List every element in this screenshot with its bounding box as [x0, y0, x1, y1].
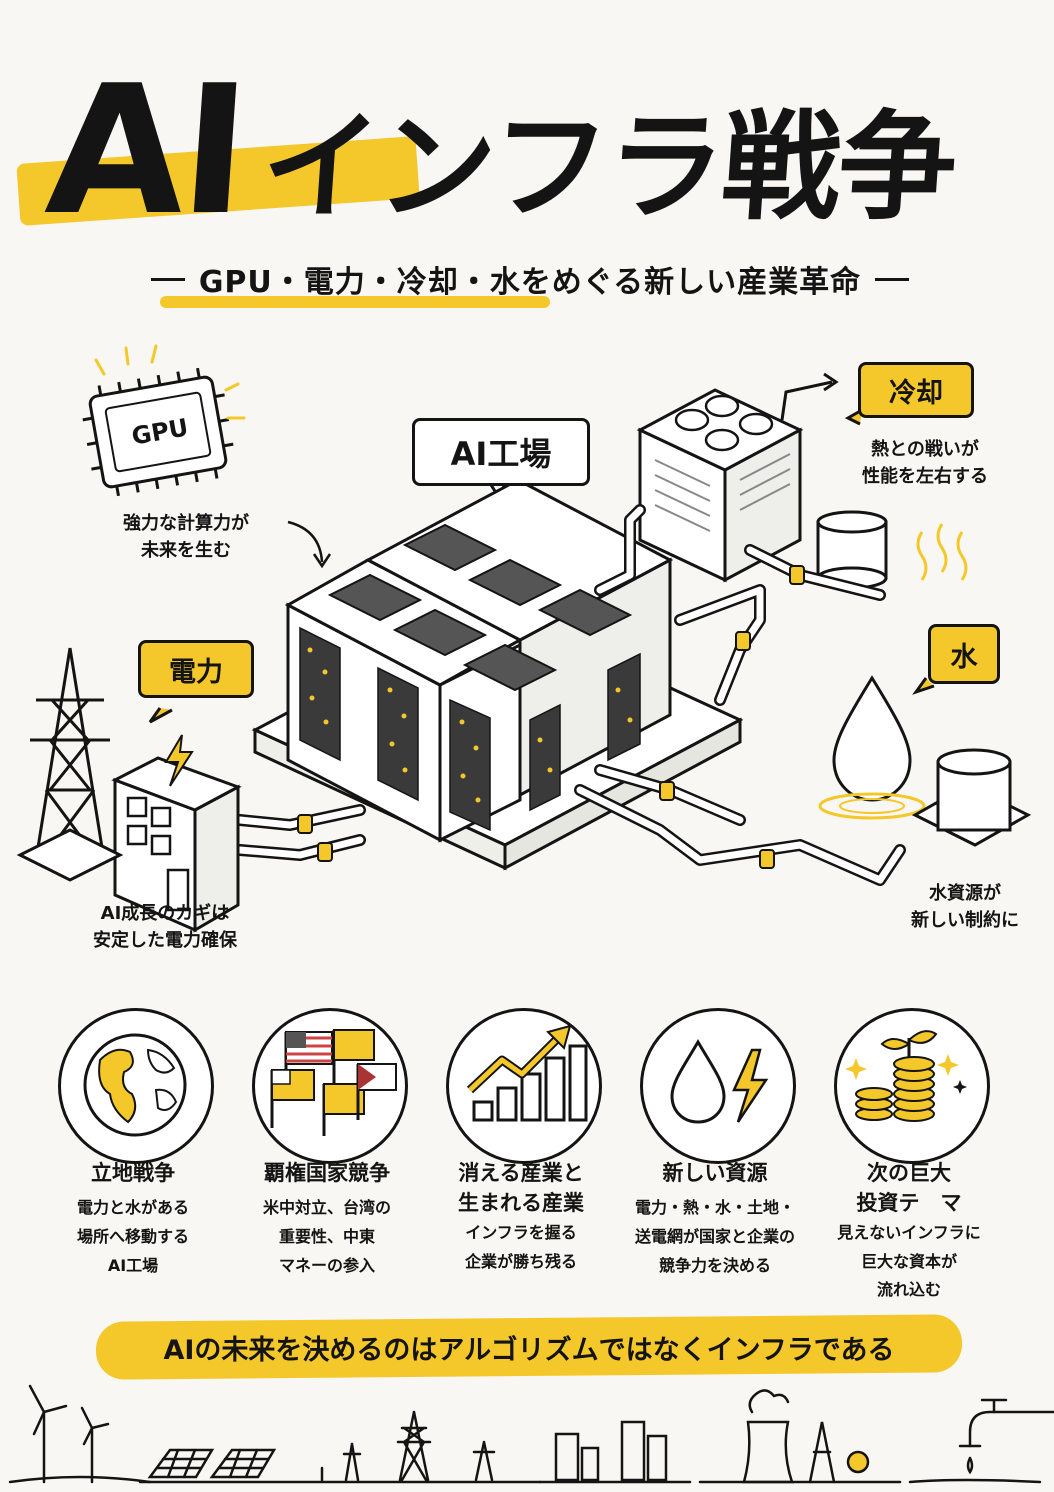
faucet-icon	[908, 1398, 1054, 1484]
solar-panel-icon	[147, 1448, 277, 1479]
theme-5-title-1: 次の巨大	[867, 1161, 951, 1185]
power-caption: AI成長のカギは 安定した電力確保	[50, 900, 280, 954]
power-caption-line-2: 安定した電力確保	[93, 930, 237, 951]
water-caption: 水資源が 新しい制約に	[880, 880, 1050, 934]
theme-4: 新しい資源 電力・熱・水・土地・ 送電網が国家と企業の 競争力を決める	[610, 1158, 820, 1281]
subtitle-dash-right	[875, 277, 910, 281]
cooling-unit	[636, 388, 804, 583]
water-drop-icon	[818, 675, 926, 820]
pylon-row-icon	[320, 1410, 496, 1482]
globe-icon	[83, 1033, 187, 1137]
theme-3-title-2: 生まれる産業	[458, 1191, 584, 1216]
water-caption-line-1: 水資源が	[929, 883, 1001, 904]
subtitle: GPU・電力・冷却・水をめぐる新しい産業革命	[198, 265, 862, 300]
heat-waves-icon	[916, 523, 968, 581]
theme-3-desc-2: 企業が勝ち残る	[464, 1251, 577, 1271]
theme-1-title: 立地戦争	[91, 1161, 175, 1185]
theme-1: 立地戦争 電力と水がある 場所へ移動する AI工場	[28, 1158, 238, 1281]
water-label: 水	[928, 624, 1000, 684]
flags-icon	[270, 1029, 397, 1136]
cooling-caption: 熱との戦いが 性能を左右する	[830, 436, 1020, 490]
theme-4-desc-3: 競争力を決める	[658, 1256, 771, 1276]
theme-2: 覇権国家競争 米中対立、台湾の 重要性、中東 マネーの参入	[222, 1158, 432, 1281]
gpu-caption-line-1: 強力な計算力が	[123, 513, 249, 534]
gpu-sparkle-icon	[94, 344, 246, 420]
water-tank	[911, 748, 1032, 847]
theme-2-desc-2: 重要性、中東	[278, 1227, 375, 1247]
theme-4-desc-2: 送電網が国家と企業の	[634, 1227, 795, 1247]
cooling-tank	[816, 510, 888, 590]
cooling-tower-icon	[698, 1389, 902, 1484]
factory-label: AI工場	[412, 418, 590, 486]
power-caption-line-1: AI成長のカギは	[100, 903, 230, 924]
theme-4-title: 新しい資源	[662, 1161, 768, 1185]
wind-turbine-icon	[28, 1384, 110, 1484]
theme-5-title-2: 投資テ マ	[856, 1191, 962, 1216]
theme-2-desc-1: 米中対立、台湾の	[262, 1198, 391, 1218]
conclusion-text: AIの未来を決めるのはアルゴリズムではなくインフラである	[163, 1334, 895, 1366]
coins-sprout-icon	[845, 1030, 967, 1122]
city-buildings-icon	[538, 1420, 692, 1484]
power-station	[111, 734, 242, 933]
growth-chart-icon	[466, 1024, 588, 1122]
water-caption-line-2: 新しい制約に	[911, 910, 1019, 931]
gpu-chip-icon	[82, 367, 234, 497]
theme-5-desc-1: 見えないインフラに	[837, 1222, 981, 1242]
gpu-caption-line-2: 未来を生む	[141, 540, 231, 561]
theme-3-title-1: 消える産業と	[458, 1161, 584, 1185]
theme-4-desc-1: 電力・熱・水・土地・	[634, 1198, 795, 1218]
bottom-skyline-illustration	[8, 1384, 1054, 1484]
power-label: 電力	[138, 640, 254, 698]
theme-1-desc-3: AI工場	[107, 1256, 159, 1276]
power-pylon-icon	[16, 647, 124, 882]
subtitle-row: GPU・電力・冷却・水をめぐる新しい産業革命	[100, 252, 960, 306]
subtitle-dash-left	[150, 277, 185, 281]
theme-5-desc-3: 流れ込む	[876, 1280, 941, 1300]
cooling-label: 冷却	[858, 362, 974, 418]
theme-3: 消える産業と 生まれる産業 インフラを握る 企業が勝ち残る	[416, 1158, 626, 1276]
cooling-caption-line-1: 熱との戦いが	[871, 439, 979, 460]
theme-5: 次の巨大 投資テ マ 見えないインフラに 巨大な資本が 流れ込む	[804, 1158, 1014, 1305]
theme-3-desc-1: インフラを握る	[465, 1222, 577, 1242]
water-power-icon	[670, 1039, 769, 1124]
cooling-caption-line-2: 性能を左右する	[862, 466, 988, 487]
theme-5-desc-2: 巨大な資本が	[860, 1251, 957, 1271]
theme-1-desc-2: 場所へ移動する	[76, 1227, 189, 1247]
theme-1-desc-1: 電力と水がある	[76, 1198, 189, 1218]
theme-2-desc-3: マネーの参入	[278, 1256, 375, 1276]
subtitle-underline	[160, 296, 550, 308]
gpu-caption: 強力な計算力が 未来を生む	[86, 510, 286, 564]
infrastructure-illustration	[16, 344, 1032, 933]
theme-2-title: 覇権国家競争	[264, 1161, 390, 1185]
